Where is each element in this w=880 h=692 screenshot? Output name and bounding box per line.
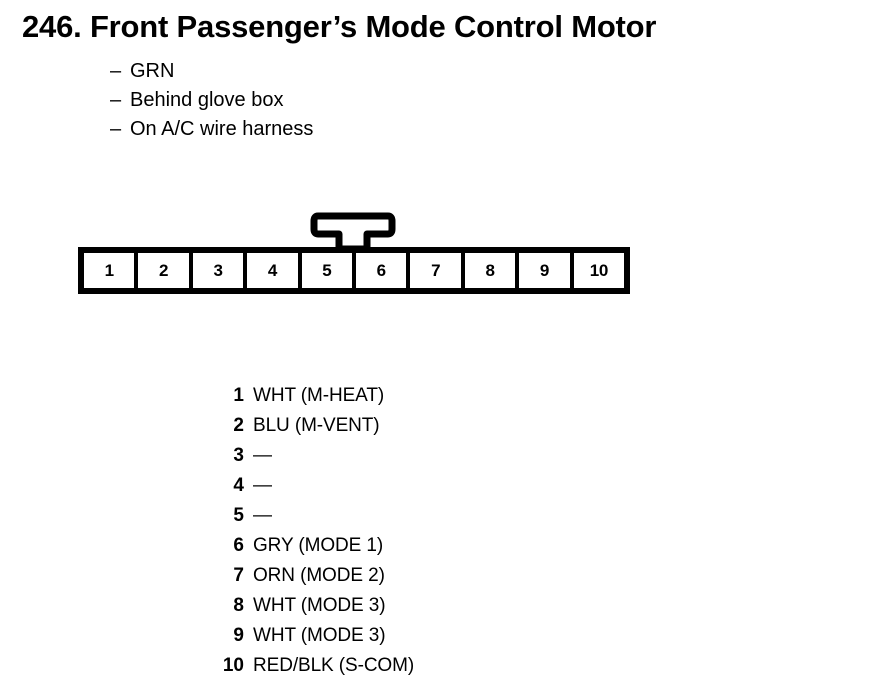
legend-row: 5 — (196, 501, 656, 531)
connector-body: 1 2 3 4 5 6 7 8 9 10 (78, 247, 630, 294)
legend-pin-number: 7 (233, 565, 244, 586)
pin-cell[interactable]: 6 (356, 253, 407, 288)
legend-row: 1 WHT (M-HEAT) (196, 381, 656, 411)
legend-pin-number: 2 (233, 415, 244, 436)
pin-legend-list: 1 WHT (M-HEAT) 2 BLU (M-VENT) 3 — 4 — 5 … (196, 381, 656, 681)
note-item: – GRN (110, 57, 710, 86)
pin-cell[interactable]: 9 (519, 253, 570, 288)
legend-row: 7 ORN (MODE 2) (196, 561, 656, 591)
notes-list: – GRN – Behind glove box – On A/C wire h… (110, 57, 710, 144)
pin-cell[interactable]: 5 (301, 253, 353, 288)
legend-row: 2 BLU (M-VENT) (196, 411, 656, 441)
pin-cell[interactable]: 3 (192, 253, 244, 288)
legend-pin-label: ORN (MODE 2) (253, 565, 385, 586)
legend-pin-label: WHT (MODE 3) (253, 625, 386, 646)
legend-pin-label: — (253, 445, 272, 466)
pin-cell[interactable]: 2 (138, 253, 189, 288)
legend-pin-label: — (253, 475, 272, 496)
note-text: GRN (130, 60, 175, 82)
connector-latch-tab-icon (310, 212, 396, 252)
dash-marker: – (110, 89, 122, 111)
legend-pin-number: 9 (233, 625, 244, 646)
legend-pin-number: 4 (233, 475, 244, 496)
dash-marker: – (110, 60, 122, 82)
title-block: 246. Front Passenger’s Mode Control Moto… (22, 8, 862, 46)
legend-row: 4 — (196, 471, 656, 501)
connector-diagram: 1 2 3 4 5 6 7 8 9 10 (78, 212, 638, 302)
pin-cell[interactable]: 4 (247, 253, 298, 288)
pin-cell[interactable]: 7 (410, 253, 461, 288)
legend-pin-label: WHT (M-HEAT) (253, 385, 385, 406)
legend-pin-number: 3 (233, 445, 244, 466)
note-item: – Behind glove box (110, 86, 710, 115)
note-text: On A/C wire harness (130, 118, 314, 140)
pin-cell[interactable]: 1 (84, 253, 135, 288)
legend-row: 8 WHT (MODE 3) (196, 591, 656, 621)
pin-cell[interactable]: 8 (464, 253, 516, 288)
pin-cell[interactable]: 10 (573, 253, 625, 288)
legend-pin-number: 10 (222, 655, 244, 676)
legend-pin-label: BLU (M-VENT) (253, 415, 380, 436)
legend-row: 9 WHT (MODE 3) (196, 621, 656, 651)
dash-marker: – (110, 118, 122, 140)
legend-row: 10 RED/BLK (S-COM) (196, 651, 656, 681)
legend-pin-number: 5 (233, 505, 244, 526)
note-text: Behind glove box (130, 89, 284, 111)
legend-pin-label: GRY (MODE 1) (253, 535, 384, 556)
legend-row: 6 GRY (MODE 1) (196, 531, 656, 561)
note-item: – On A/C wire harness (110, 115, 710, 144)
legend-pin-number: 8 (233, 595, 244, 616)
legend-pin-number: 6 (233, 535, 244, 556)
legend-pin-label: — (253, 505, 272, 526)
legend-pin-label: WHT (MODE 3) (253, 595, 386, 616)
legend-pin-label: RED/BLK (S-COM) (253, 655, 415, 676)
legend-pin-number: 1 (233, 385, 244, 406)
page-title: 246. Front Passenger’s Mode Control Moto… (22, 9, 657, 44)
legend-row: 3 — (196, 441, 656, 471)
